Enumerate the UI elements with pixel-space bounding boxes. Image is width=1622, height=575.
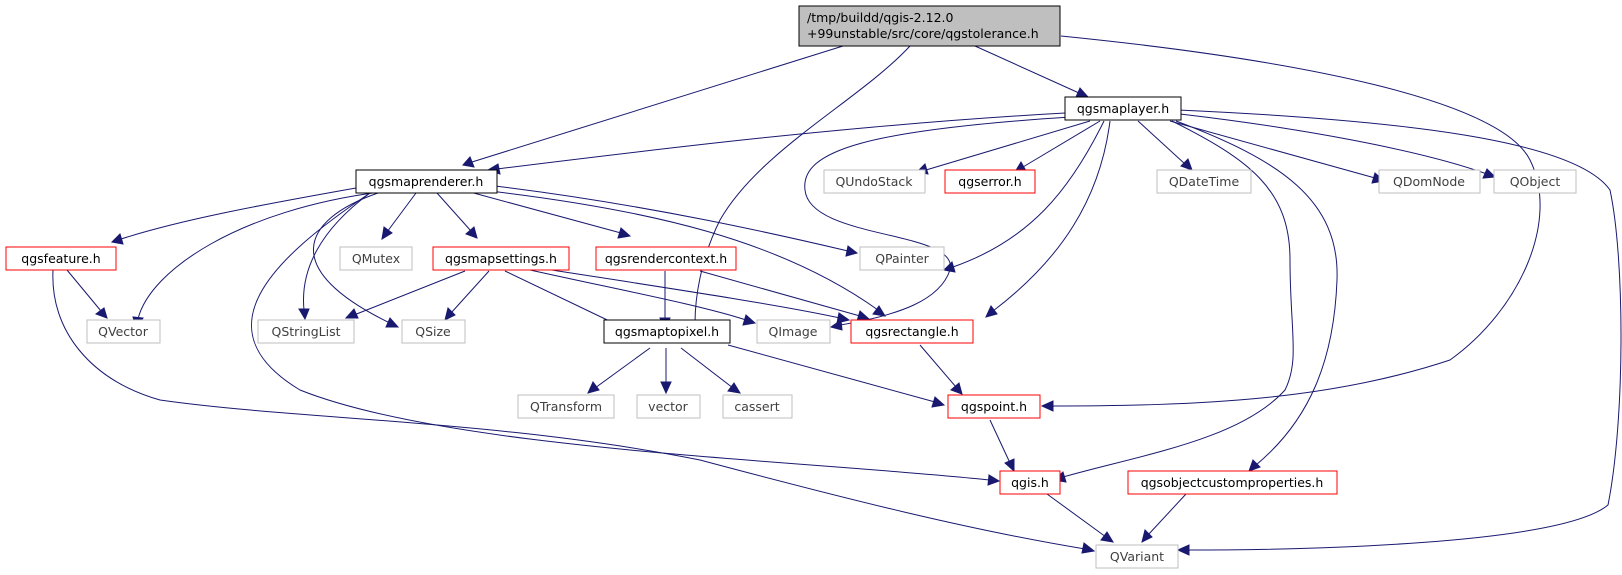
- node-qgspoint-h[interactable]: qgspoint.h: [947, 394, 1041, 419]
- node-label: QVector: [98, 324, 149, 339]
- edge-qgsmaplayer-to-qgsmaprenderer: [486, 112, 1066, 175]
- node-qgis-h[interactable]: qgis.h: [999, 470, 1061, 495]
- node-qgsmaprenderer-h[interactable]: qgsmaprenderer.h: [355, 169, 498, 194]
- node-qgsrendercontext-h[interactable]: qgsrendercontext.h: [595, 246, 737, 271]
- node-qmutex[interactable]: QMutex: [339, 246, 413, 271]
- node-qvector[interactable]: QVector: [86, 319, 161, 344]
- edge-qgsmaptopixel-to-vector: [660, 348, 672, 395]
- edge-qgis-to-qvariant: [1046, 493, 1114, 543]
- edge-qgsmaprenderer-to-qpainter: [494, 185, 859, 257]
- node-qobject[interactable]: QObject: [1493, 169, 1577, 194]
- edge-qgsmapsettings-to-qsize: [444, 270, 490, 321]
- node-label: qgsmaprenderer.h: [369, 174, 484, 189]
- edge-qgsobjectcustomproperties-to-qvariant: [1141, 493, 1187, 543]
- node-label: qgserror.h: [958, 174, 1021, 189]
- node-qgsrectangle-h[interactable]: qgsrectangle.h: [850, 319, 974, 344]
- node-label: qgsmaplayer.h: [1077, 101, 1169, 116]
- node-qsize[interactable]: QSize: [401, 319, 466, 344]
- edge-qgsmaprenderer-to-qgsrendercontext: [469, 191, 632, 239]
- edge-qgsmaplayer-to-qgsrectangle: [985, 120, 1111, 318]
- edge-qgsmaprenderer-to-qgsfeature: [110, 187, 357, 245]
- node-label: qgspoint.h: [961, 399, 1027, 414]
- node-label: QImage: [769, 324, 818, 339]
- edge-qgsmaprenderer-to-qstringlist: [298, 192, 371, 321]
- edge-qgsmapsettings-to-qstringlist: [344, 270, 466, 319]
- edge-qgsmaprenderer-to-qgsmapsettings: [436, 192, 478, 239]
- edge-qgstolerance-to-qgspoint: [1040, 35, 1541, 412]
- edge-qgstolerance-to-qgsmaprenderer: [462, 45, 844, 168]
- node-label: QDomNode: [1393, 174, 1465, 189]
- node-qtransform[interactable]: QTransform: [517, 394, 615, 419]
- edge-qgsrectangle-to-qgspoint: [919, 344, 963, 395]
- node-qimage[interactable]: QImage: [756, 319, 831, 344]
- node-qgstolerance-h[interactable]: /tmp/buildd/qgis-2.12.0 +99unstable/src/…: [798, 5, 1061, 47]
- node-label: QTransform: [530, 399, 602, 414]
- node-label: QDateTime: [1169, 174, 1240, 189]
- node-qgsobjectcustomproperties-h[interactable]: qgsobjectcustomproperties.h: [1127, 470, 1338, 495]
- edge-qgsmaplayer-to-qdatetime: [1137, 120, 1193, 171]
- edge-qgsmaprenderer-to-qmutex: [381, 192, 417, 240]
- node-label: qgsmaptopixel.h: [615, 324, 719, 339]
- node-label: qgsmapsettings.h: [445, 251, 557, 266]
- edge-qgsmaplayer-to-qpainter: [942, 120, 1105, 273]
- edge-qgsmaptopixel-to-cassert: [680, 347, 741, 394]
- node-cassert[interactable]: cassert: [722, 394, 793, 419]
- edge-qgsmaplayer-to-qvariant: [1176, 109, 1622, 556]
- edges: [52, 35, 1622, 556]
- node-label: vector: [648, 399, 689, 414]
- node-label: qgsfeature.h: [21, 251, 100, 266]
- node-qvariant[interactable]: QVariant: [1095, 544, 1179, 569]
- edge-qgsmaptopixel-to-qtransform: [587, 347, 651, 394]
- node-label: QPainter: [875, 251, 929, 266]
- node-qundostack[interactable]: QUndoStack: [823, 169, 926, 194]
- edge-qgstolerance-to-qgsmaplayer: [974, 45, 1090, 98]
- edge-qgsmapsettings-to-qgsrectangle: [551, 269, 851, 324]
- edge-qgsmaptopixel-to-qgspoint: [727, 344, 946, 408]
- edge-qgsmapsettings-to-qimage: [529, 269, 757, 326]
- node-label-line1: /tmp/buildd/qgis-2.12.0: [807, 10, 953, 25]
- node-label: QMutex: [352, 251, 400, 266]
- node-label: QStringList: [272, 324, 341, 339]
- node-qgsmapsettings-h[interactable]: qgsmapsettings.h: [432, 246, 570, 271]
- node-qgserror-h[interactable]: qgserror.h: [944, 169, 1036, 194]
- edge-qgsmaplayer-to-qobject: [1179, 113, 1497, 179]
- node-qstringlist[interactable]: QStringList: [257, 319, 355, 344]
- node-label: QObject: [1510, 174, 1561, 189]
- node-qgsfeature-h[interactable]: qgsfeature.h: [5, 246, 117, 271]
- node-label-line2: +99unstable/src/core/qgstolerance.h: [807, 26, 1039, 41]
- edge-qgsmaprenderer-to-qsize: [313, 192, 400, 328]
- edge-qgsmaprenderer-to-qgsrectangle: [489, 190, 886, 317]
- node-vector[interactable]: vector: [636, 394, 701, 419]
- edge-qgsfeature-to-qvector: [66, 269, 108, 319]
- node-label: cassert: [734, 399, 779, 414]
- nodes: /tmp/buildd/qgis-2.12.0 +99unstable/src/…: [5, 5, 1577, 569]
- node-label: QUndoStack: [835, 174, 913, 189]
- node-label: qgsrendercontext.h: [605, 251, 727, 266]
- edge-qgspoint-to-qgis: [989, 419, 1015, 473]
- node-qdomnode[interactable]: QDomNode: [1378, 169, 1481, 194]
- node-label: QSize: [415, 324, 451, 339]
- edge-qgsmaplayer-to-qgsobjectcustomproperties: [1175, 120, 1338, 472]
- node-qpainter[interactable]: QPainter: [859, 246, 945, 271]
- edge-qgsfeature-to-qvariant: [52, 269, 1096, 554]
- node-label: qgsobjectcustomproperties.h: [1141, 475, 1324, 490]
- node-qgsmaptopixel-h[interactable]: qgsmaptopixel.h: [603, 319, 731, 344]
- node-qdatetime[interactable]: QDateTime: [1156, 169, 1252, 194]
- node-label: QVariant: [1110, 549, 1164, 564]
- node-label: qgis.h: [1011, 475, 1049, 490]
- edge-qgsmaprenderer-to-qgis: [251, 192, 1001, 486]
- edge-qgsmaplayer-to-qgserror: [1014, 120, 1101, 173]
- node-qgsmaplayer-h[interactable]: qgsmaplayer.h: [1064, 96, 1182, 121]
- node-label: qgsrectangle.h: [865, 324, 958, 339]
